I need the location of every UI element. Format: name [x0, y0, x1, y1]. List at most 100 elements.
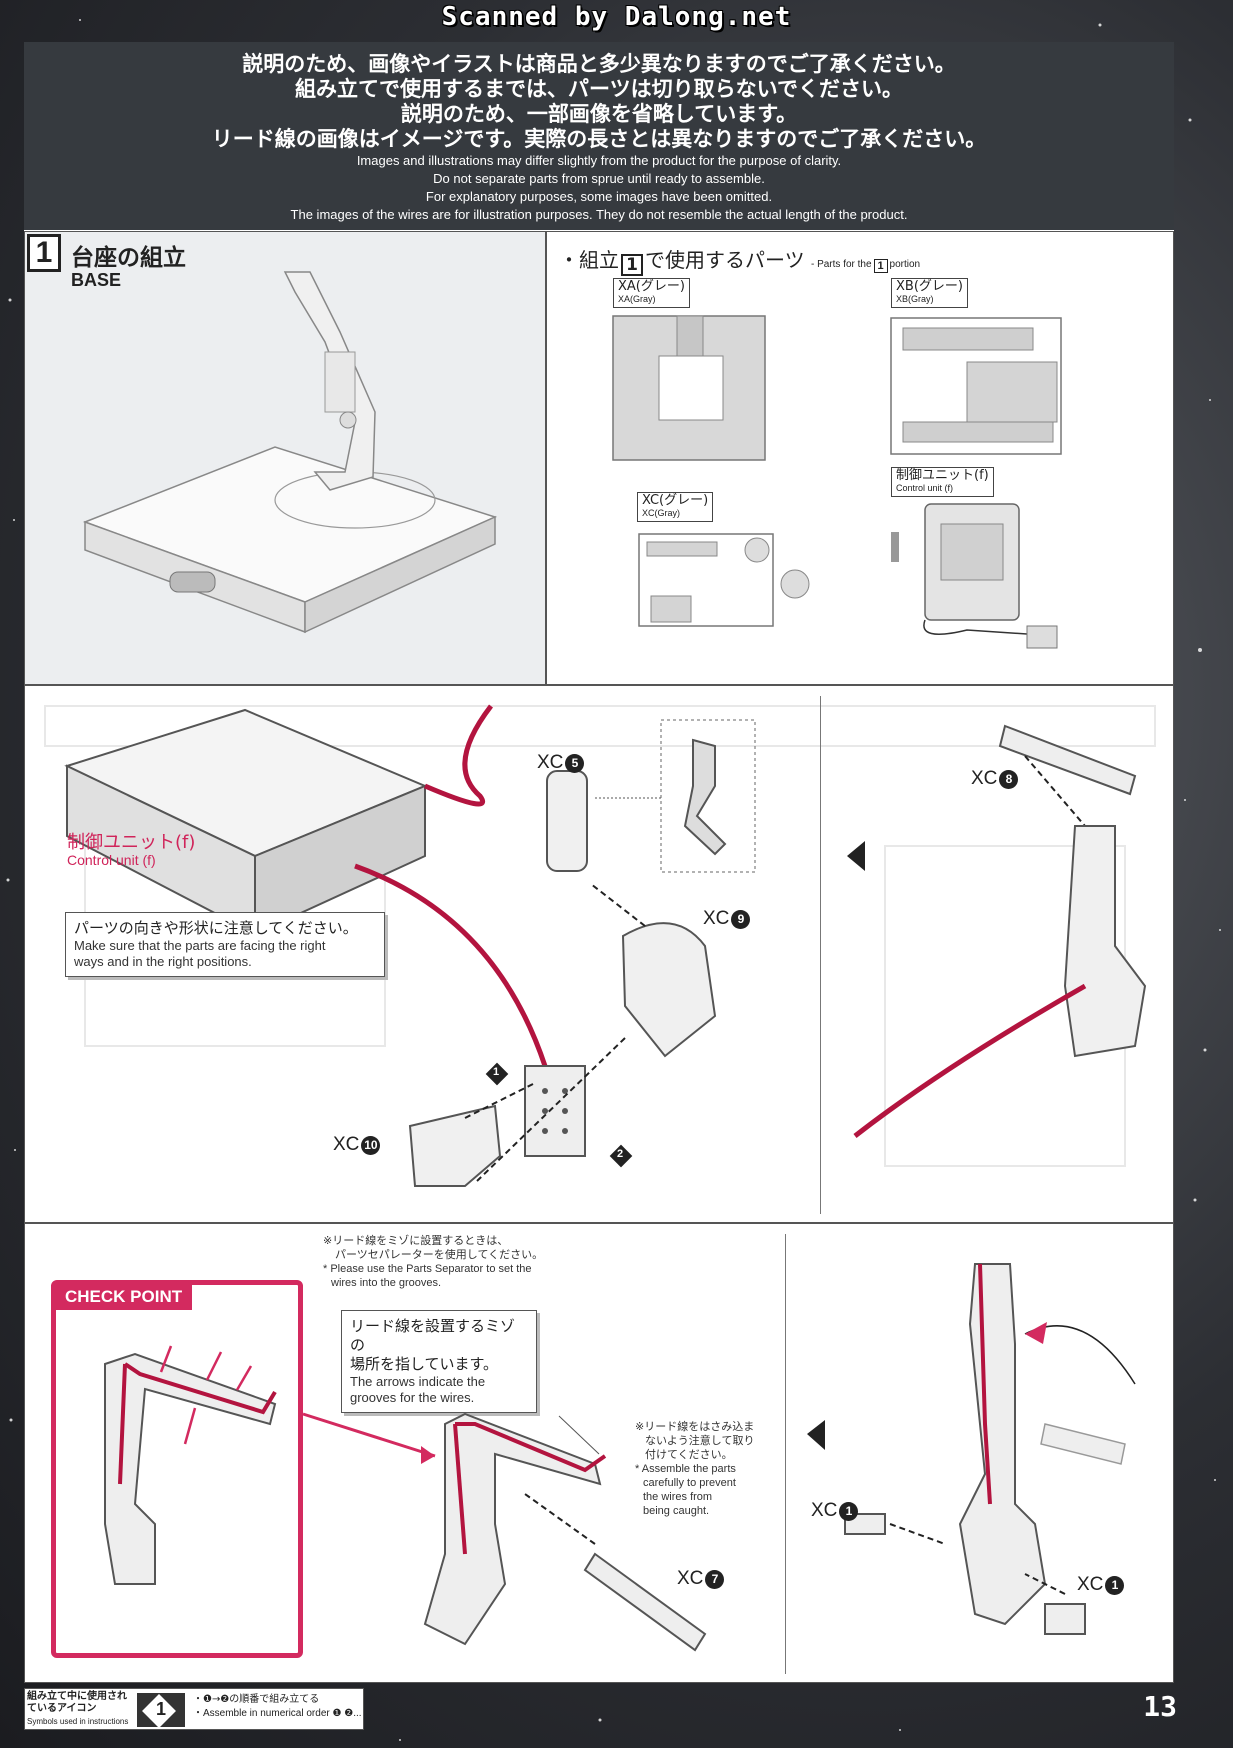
- pinch-note-en-2: carefully to prevent: [643, 1477, 736, 1489]
- control-unit-label-jp: 制御ユニット(f): [67, 832, 196, 853]
- step-subtitle: BASE: [71, 270, 122, 290]
- checkpoint-tag: CHECK POINT: [55, 1284, 193, 1310]
- runner-xa-jp: XA(グレー): [618, 279, 685, 294]
- notice-en-1: Images and illustrations may differ slig…: [356, 153, 842, 168]
- assembly-illustration-a: [64, 704, 1147, 1187]
- xc1-left-prefix: XC: [811, 1500, 838, 1521]
- runner-xb-label: XB(グレー)XB(Gray): [891, 278, 968, 308]
- scan-watermark: Scanned by Dalong.net: [441, 2, 792, 32]
- wire-note-jp-2: パーツセパレーターを使用してください。: [335, 1248, 544, 1261]
- runner-xc-en: XC(Gray): [642, 508, 680, 518]
- xc10-prefix: XC: [333, 1134, 360, 1155]
- legend-icon-number: 1: [155, 1699, 166, 1719]
- runner-xa-label: XA(グレー)XA(Gray): [613, 278, 690, 308]
- pinch-note-en-1: * Assemble the parts: [635, 1463, 736, 1475]
- xc8-number: 8: [999, 770, 1019, 789]
- step-number: 1: [27, 234, 61, 272]
- pinch-note-jp-1: ※リード線をはさみ込ま: [635, 1420, 755, 1433]
- xc1-right-number: 1: [1105, 1576, 1125, 1595]
- xc7-number: 7: [705, 1570, 725, 1589]
- runner-f-jp: 制御ユニット(f): [896, 468, 989, 483]
- xc10-number: 10: [361, 1136, 381, 1155]
- notice-jp-1: 説明のため、画像やイラストは商品と多少異なりますのでご了承ください。: [242, 52, 956, 76]
- orientation-note-en-2: ways and in the right positions.: [74, 954, 252, 969]
- notice-en-4: The images of the wires are for illustra…: [290, 207, 908, 222]
- legend-title-en: Symbols used in instructions: [27, 1717, 129, 1726]
- legend-description: ・❶→❷の順番で組み立てる ・Assemble in numerical ord…: [193, 1693, 362, 1721]
- groove-note-en-2: grooves for the wires.: [350, 1390, 475, 1405]
- xc1-right-prefix: XC: [1077, 1574, 1104, 1595]
- parts-note-box: 1: [873, 259, 888, 273]
- groove-note: リード線を設置するミゾの 場所を指しています。 The arrows indic…: [341, 1310, 537, 1413]
- parts-used-prefix: ・組立: [559, 248, 619, 272]
- xc8-prefix: XC: [971, 768, 998, 789]
- runner-xc-jp: XC(グレー): [642, 493, 709, 508]
- notice-jp-3: 説明のため、一部画像を省略しています。: [400, 102, 798, 126]
- assembly-illustration-b: [104, 1263, 1136, 1652]
- panel-divider-b: [785, 1234, 786, 1674]
- pinch-note-en-4: being caught.: [643, 1505, 710, 1517]
- pinch-note-jp-2: ないよう注意して取り: [645, 1434, 755, 1447]
- order-marker-1: 1: [492, 1066, 500, 1078]
- parts-note-pre: - Parts for the: [810, 259, 872, 270]
- xc5-number: 5: [565, 754, 585, 773]
- notice-en-3: For explanatory purposes, some images ha…: [425, 189, 773, 204]
- xc5-prefix: XC: [537, 752, 564, 773]
- step-overview-panel: 1 台座の組立 BASE: [24, 231, 546, 685]
- notice-jp-2: 組み立てで使用するまでは、パーツは切り取らないでください。: [295, 77, 903, 101]
- orientation-note-en-1: Make sure that the parts are facing the …: [74, 938, 326, 953]
- runner-xc-label: XC(グレー)XC(Gray): [637, 492, 714, 522]
- runner-xa-en: XA(Gray): [618, 294, 656, 304]
- wire-note-en-1: * Please use the Parts Separator to set …: [323, 1263, 532, 1275]
- orientation-note-jp: パーツの向きや形状に注意してください。: [74, 919, 358, 937]
- notice-banner: 説明のため、画像やイラストは商品と多少異なりますのでご了承ください。 組み立てで…: [24, 42, 1174, 230]
- wire-note-jp-1: ※リード線をミゾに設置するときは、: [323, 1234, 509, 1247]
- parts-used-step-box: 1: [621, 254, 643, 276]
- runner-illustrations: [612, 315, 1062, 649]
- numerical-order-icon: 1: [137, 1693, 185, 1728]
- xc9-prefix: XC: [703, 908, 730, 929]
- runner-f-label: 制御ユニット(f)Control unit (f): [891, 467, 994, 497]
- groove-note-en-1: The arrows indicate the: [350, 1374, 486, 1389]
- runner-xb-en: XB(Gray): [896, 294, 934, 304]
- runner-f-en: Control unit (f): [896, 483, 954, 493]
- groove-note-jp-1: リード線を設置するミゾの: [350, 1317, 516, 1354]
- legend-text-jp: ・❶→❷の順番で組み立てる: [193, 1694, 320, 1705]
- step-title: 台座の組立: [71, 245, 186, 271]
- pinch-note-en-3: the wires from: [643, 1491, 713, 1503]
- parts-used-suffix: で使用するパーツ: [645, 248, 805, 272]
- parts-note-post: portion: [889, 259, 921, 270]
- xc7-prefix: XC: [677, 1568, 704, 1589]
- checkpoint-frame: [51, 1280, 303, 1658]
- completed-base-illustration: [82, 271, 498, 634]
- xc1-left-number: 1: [839, 1502, 859, 1521]
- pinch-note-jp-3: 付けてください。: [645, 1448, 733, 1461]
- assembly-step-b-panel: ※リード線をミゾに設置するときは、 パーツセパレーターを使用してください。 * …: [24, 1223, 1174, 1683]
- pinch-warning-note: ※リード線をはさみ込ま ないよう注意して取り 付けてください。 * Assemb…: [635, 1420, 754, 1518]
- legend-text-en: ・Assemble in numerical order ❶ ❷...: [193, 1708, 362, 1719]
- legend-title-jp: 組み立て中に使用されているアイコン: [27, 1691, 127, 1714]
- groove-note-jp-2: 場所を指しています。: [350, 1355, 499, 1373]
- orientation-note: パーツの向きや形状に注意してください。 Make sure that the p…: [65, 912, 385, 977]
- notice-jp-4: リード線の画像はイメージです。実際の長さとは異なりますのでご了承ください。: [211, 127, 987, 151]
- wire-separator-note: ※リード線をミゾに設置するときは、 パーツセパレーターを使用してください。 * …: [323, 1234, 543, 1290]
- notice-en-2: Do not separate parts from sprue until r…: [433, 171, 765, 186]
- order-marker-2: 2: [616, 1148, 624, 1160]
- runner-xb-jp: XB(グレー): [896, 279, 963, 294]
- icon-legend: 組み立て中に使用されているアイコン Symbols used in instru…: [24, 1688, 364, 1730]
- xc9-number: 9: [731, 910, 751, 929]
- control-unit-label-en: Control unit (f): [67, 852, 156, 868]
- page-number: 13: [1143, 1690, 1177, 1723]
- panel-divider: [820, 696, 821, 1214]
